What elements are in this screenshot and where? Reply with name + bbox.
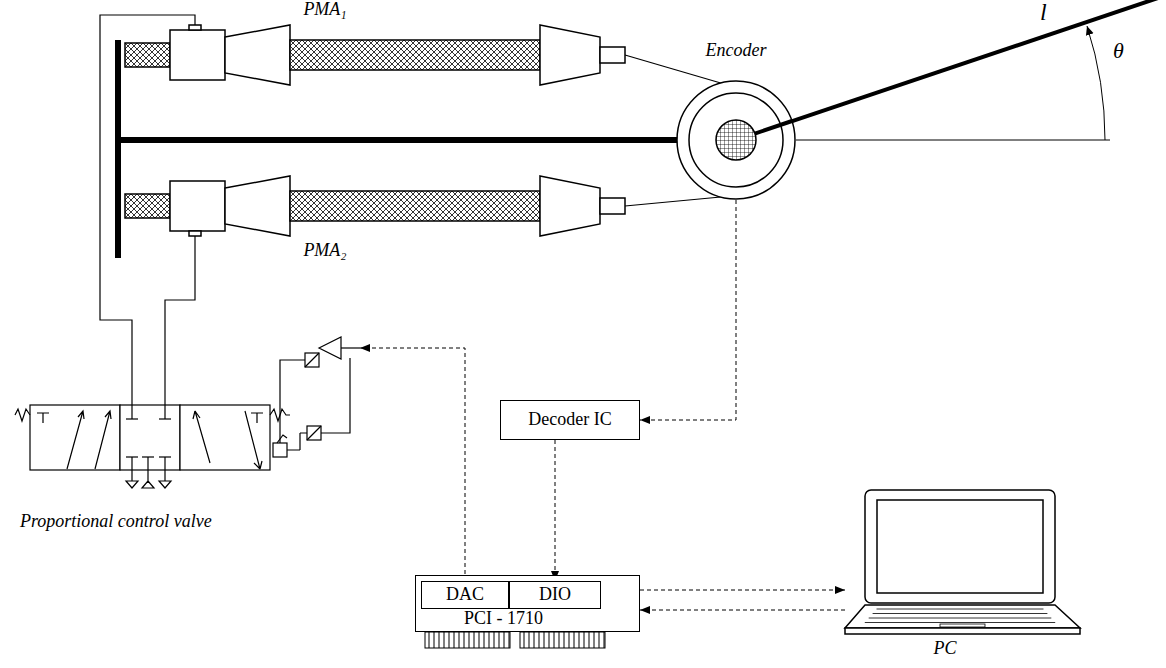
signal-line <box>555 440 556 581</box>
muscle-actuator-outline <box>125 25 625 85</box>
pci-connector-pins <box>425 632 605 648</box>
proportional-valve: Proportional control valve <box>15 335 360 490</box>
length-symbol: l <box>1040 0 1047 27</box>
pneumatic-line <box>165 236 195 335</box>
box-label: Decoder IC <box>528 409 611 431</box>
pneumatic-line <box>625 197 721 206</box>
proportional-valve-outline <box>15 335 360 490</box>
muscle-actuator <box>125 25 625 85</box>
signal-line <box>360 348 465 581</box>
encoder-outline <box>676 80 796 200</box>
muscle-actuator: PMA₂ <box>125 176 625 236</box>
box-label: PCI - 1710 <box>464 608 543 630</box>
computer-outline <box>845 490 1080 635</box>
part-label: PMA₂ <box>303 240 346 262</box>
signal-line <box>640 610 845 611</box>
valve-symbol <box>15 335 360 488</box>
encoder-pulley <box>677 81 795 199</box>
part-label: PC <box>933 638 956 660</box>
part-label: PMA₁ <box>303 0 346 21</box>
process-box: Decoder IC <box>500 400 640 440</box>
signal-line <box>640 200 736 420</box>
part-label: Encoder <box>706 40 767 62</box>
box-label: DIO <box>539 584 571 606</box>
process-box: DAC <box>421 581 509 609</box>
process-box: DIO <box>509 581 601 609</box>
encoder: Encoder <box>676 80 796 200</box>
angle-symbol: θ <box>1113 38 1124 64</box>
angle-reference <box>790 0 1164 140</box>
muscle-actuator <box>125 176 625 236</box>
signal-line <box>640 590 845 591</box>
box-label: DAC <box>446 584 484 606</box>
muscle-actuator: PMA₁ <box>125 25 625 85</box>
laptop-icon <box>845 490 1080 634</box>
part-label: Proportional control valve <box>20 511 212 533</box>
muscle-actuator-outline <box>125 176 625 236</box>
computer: PC <box>845 490 1080 635</box>
io-card: PCI - 1710DAC DIO <box>415 575 640 632</box>
